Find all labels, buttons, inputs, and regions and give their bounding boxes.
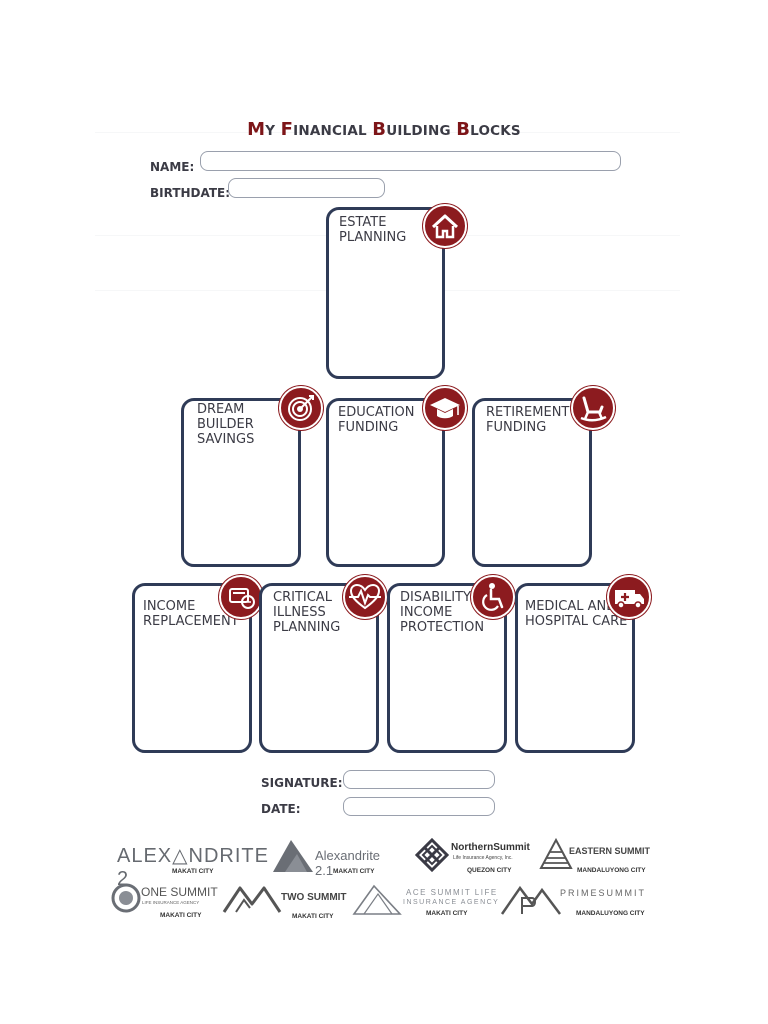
disability-income-protection-label: DISABILITY INCOME PROTECTION [400, 590, 485, 635]
education-funding-label: EDUCATION FUNDING [338, 405, 415, 435]
name-field[interactable] [200, 151, 621, 171]
alexandrite-21-city: MAKATI CITY [333, 868, 375, 875]
northern-summit-logo: NorthernSummit Life Insurance Agency, In… [415, 838, 537, 882]
income-replacement-label: INCOME REPLACEMENT [143, 599, 239, 629]
heartbeat-icon [343, 575, 387, 619]
education-funding-block[interactable] [326, 398, 445, 567]
date-label: DATE: [261, 802, 301, 816]
knot-icon [415, 838, 449, 872]
two-summit-city: MAKATI CITY [292, 913, 334, 920]
income-cycle-icon [219, 575, 263, 619]
alexandrite-21-logo: Alexandrite 2.1 MAKATI CITY [271, 838, 401, 882]
alexandrite-2-logo: ALEX△NDRITE 2 MAKATI CITY [117, 843, 268, 890]
alexandrite-2-city: MAKATI CITY [172, 868, 214, 875]
birthdate-field[interactable] [228, 178, 385, 198]
signature-field[interactable] [343, 770, 495, 789]
house-icon [423, 204, 467, 248]
graduation-cap-icon [423, 386, 467, 430]
ace-summit-subtitle: INSURANCE AGENCY [403, 899, 500, 906]
alexandrite-2-name: ALEX△NDRITE 2 [117, 845, 269, 890]
scan-line [95, 132, 680, 133]
one-summit-city: MAKATI CITY [160, 912, 202, 919]
prime-summit-city: MANDALUYONG CITY [576, 910, 645, 917]
estate-planning-label: ESTATE PLANNING [339, 215, 407, 245]
one-summit-name: ONE SUMMIT [141, 885, 218, 899]
signature-label: SIGNATURE: [261, 776, 343, 790]
rocking-chair-icon [571, 386, 615, 430]
date-field[interactable] [343, 797, 495, 816]
prime-summit-name: PRIMESUMMIT [560, 888, 646, 898]
critical-illness-planning-label: CRITICAL ILLNESS PLANNING [273, 590, 341, 635]
ambulance-icon [607, 575, 651, 619]
mountain-outline-icon [352, 884, 402, 915]
target-icon [279, 386, 323, 430]
name-label: NAME: [150, 160, 195, 174]
ace-summit-city: MAKATI CITY [426, 910, 468, 917]
one-summit-subtitle: LIFE INSURANCE AGENCY [142, 900, 200, 905]
wheelchair-icon [471, 575, 515, 619]
prime-summit-logo: PRIMESUMMIT MANDALUYONG CITY [500, 880, 660, 924]
northern-summit-name: NorthernSummit [451, 842, 530, 853]
dream-builder-savings-label: DREAM BUILDER SAVINGS [197, 402, 255, 447]
page-title: MY FINANCIAL BUILDING BLOCKS [247, 119, 521, 140]
eastern-summit-name: EASTERN SUMMIT [569, 846, 650, 856]
retirement-funding-block[interactable] [472, 398, 592, 567]
eastern-summit-logo: EASTERN SUMMIT MANDALUYONG CITY [537, 838, 657, 882]
two-summit-logo: TWO SUMMIT MAKATI CITY [222, 880, 347, 924]
two-summit-name: TWO SUMMIT [281, 892, 347, 903]
twin-peaks-icon [222, 886, 282, 913]
one-summit-logo: ONE SUMMIT LIFE INSURANCE AGENCY MAKATI … [110, 880, 225, 924]
dream-builder-savings-block[interactable] [181, 398, 301, 567]
alexandrite-21-name: Alexandrite 2.1 [315, 848, 381, 878]
retirement-funding-label: RETIREMENT FUNDING [486, 405, 570, 435]
ace-summit-logo: ACE SUMMIT LIFE INSURANCE AGENCY MAKATI … [352, 880, 502, 924]
globe-icon [111, 883, 141, 913]
eastern-summit-city: MANDALUYONG CITY [577, 867, 646, 874]
northern-summit-city: QUEZON CITY [467, 867, 512, 874]
pyramid-icon [539, 838, 573, 869]
ace-summit-name: ACE SUMMIT LIFE [406, 888, 498, 897]
birthdate-label: BIRTHDATE: [150, 186, 231, 200]
northern-summit-subtitle: Life Insurance Agency, Inc. [453, 855, 513, 861]
ps-monogram-icon [500, 885, 561, 915]
mountain-icon [273, 840, 313, 872]
